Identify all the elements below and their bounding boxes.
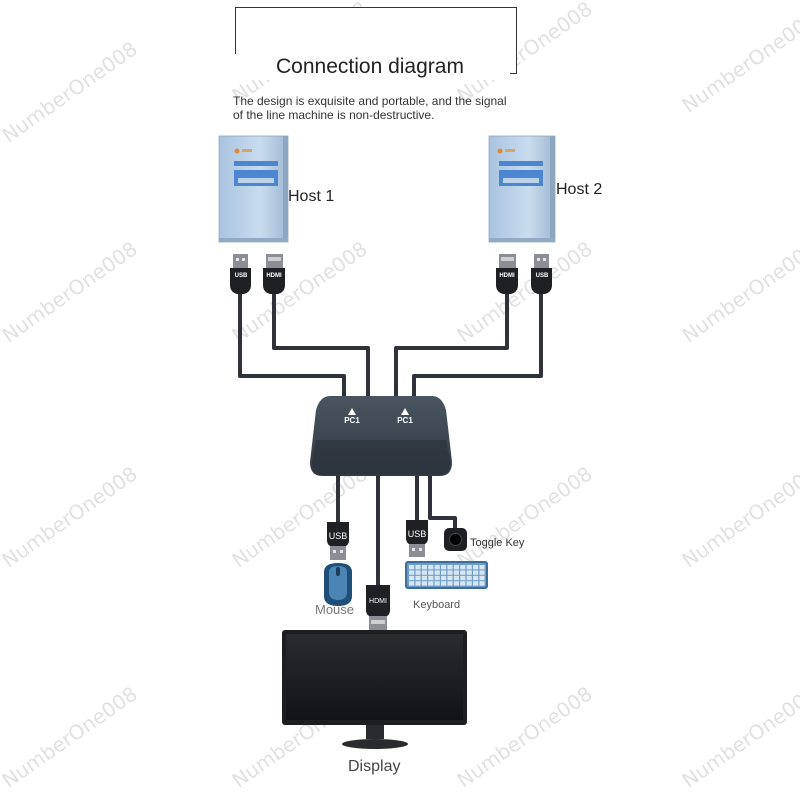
keyboard-key [434,575,440,581]
page-title: Connection diagram [230,54,510,80]
keyboard-key [447,575,453,581]
keyboard-key [434,570,440,575]
keyboard-key [421,565,427,570]
keyboard-key [453,581,459,586]
keyboard-key [441,565,447,570]
cable-host1-usb [238,292,346,396]
keyboard-key [479,570,485,575]
plug-label-usb: USB [535,273,549,279]
host1-usb-plug [230,254,251,294]
keyboard-key [434,565,440,570]
keyboard-key [428,581,434,586]
keyboard-key [447,581,453,586]
kvm-switch [310,396,452,476]
subtitle-line: The design is exquisite and portable, an… [233,94,507,108]
keyboard-key [453,570,459,575]
subtitle-line: of the line machine is non-destructive. [233,108,435,122]
keyboard-key [473,581,479,586]
keyboard-key [434,581,440,586]
toggle-key-button [444,528,467,551]
keyboard-key [479,581,485,586]
cable-host1-hdmi [272,292,370,396]
host2-tower [488,135,556,243]
keyboard-key [441,575,447,581]
toggle-key-label: Toggle Key [470,537,525,549]
host1-tower [218,135,289,243]
display-label: Display [348,758,401,775]
cable-host2-usb [412,292,543,396]
keyboard-key [415,581,421,586]
display-hdmi-plug [366,585,390,630]
keyboard-key [466,565,472,570]
keyboard-usb-plug [406,520,428,557]
keyboard-key [473,565,479,570]
keyboard-keys [409,565,485,586]
keyboard-key [421,570,427,575]
plug-label-hdmi: HDMI [369,598,387,605]
plug-label-usb: USB [234,273,248,279]
keyboard-key [453,565,459,570]
plug-label-usb: USB [407,529,427,539]
mouse-device [324,563,352,606]
host2-usb-plug [531,254,552,294]
keyboard-key [473,575,479,581]
keyboard-key [428,565,434,570]
page-subtitle: The design is exquisite and portable, an… [233,94,533,122]
host2-label: Host 2 [556,181,603,198]
switch-port-label-left: PC1 [344,416,360,425]
keyboard-key [473,570,479,575]
port-indicator-right [401,408,409,415]
keyboard-key [447,570,453,575]
keyboard-key [428,570,434,575]
cables [238,292,543,586]
plug-label-hdmi: HDMI [499,273,515,279]
keyboard-key [441,581,447,586]
keyboard-key [415,575,421,581]
keyboard-key [460,570,466,575]
keyboard-key [415,565,421,570]
switch-port-label-right: PC1 [397,416,413,425]
plug-label-hdmi: HDMI [266,273,282,279]
host2-hdmi-plug [496,254,518,294]
keyboard-key [466,570,472,575]
keyboard-key [447,565,453,570]
keyboard-key [466,575,472,581]
mouse-label: Mouse [315,602,355,617]
keyboard-key [466,581,472,586]
keyboard-key [409,570,415,575]
keyboard-label: Keyboard [413,599,461,611]
cable-host2-hdmi [394,292,509,396]
keyboard-key [479,575,485,581]
mouse-usb-plug [327,522,349,560]
keyboard-key [415,570,421,575]
display-monitor [282,630,467,749]
cable-toggle-key [428,476,457,530]
keyboard-key [460,565,466,570]
host1-hdmi-plug [263,254,285,294]
host1-label: Host 1 [288,188,335,205]
plug-label-usb: USB [328,531,348,541]
keyboard-key [453,575,459,581]
keyboard-key [460,581,466,586]
keyboard-key [441,570,447,575]
keyboard-key [409,581,415,586]
keyboard-key [421,581,427,586]
keyboard-key [409,575,415,581]
keyboard-key [460,575,466,581]
port-indicator-left [348,408,356,415]
keyboard-key [428,575,434,581]
keyboard-key [421,575,427,581]
keyboard-key [409,565,415,570]
keyboard-key [479,565,485,570]
